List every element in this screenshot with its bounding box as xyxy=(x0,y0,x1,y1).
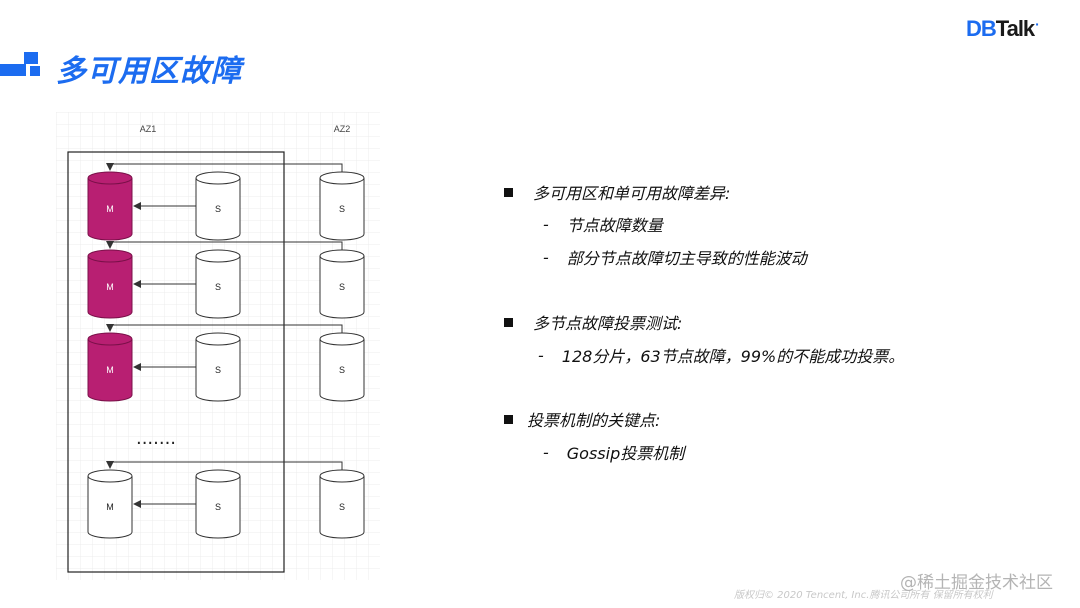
item-text: 部分节点故障切主导致的性能波动 xyxy=(566,249,807,268)
cylinder-top xyxy=(87,249,133,263)
cylinder-top xyxy=(319,249,365,263)
title-decoration xyxy=(0,52,40,76)
cylinder-top xyxy=(319,171,365,185)
bullet-square-icon xyxy=(504,187,513,197)
item-text: Gossip投票机制 xyxy=(566,444,685,463)
dash-marker: - xyxy=(538,345,544,365)
cylinder-top xyxy=(195,332,241,346)
section-1-item-2: - 部分节点故障切主导致的性能波动 xyxy=(543,245,807,269)
cylinder-top xyxy=(195,469,241,483)
ellipsis: ....... xyxy=(136,428,176,449)
section-3-item-1: - Gossip投票机制 xyxy=(543,440,684,464)
cylinder-body xyxy=(319,476,365,539)
slave-node-az2: S xyxy=(319,249,365,319)
cylinder-label: S xyxy=(215,204,221,214)
slave-node-az1: S xyxy=(195,171,241,241)
master-node: M xyxy=(87,249,133,319)
cross-az-arrow xyxy=(106,163,343,172)
slave-node-az1: S xyxy=(195,249,241,319)
cylinder-body xyxy=(87,339,133,402)
dash-marker: - xyxy=(543,442,549,462)
cylinder-top xyxy=(87,171,133,185)
az2-label: AZ2 xyxy=(334,124,351,134)
content-list: 多可用区和单可用故障差异: - 节点故障数量 - 部分节点故障切主导致的性能波动… xyxy=(500,0,1060,608)
slave-node-az2: S xyxy=(319,469,365,539)
section-2-item-1: - 128分片，63节点故障，99%的不能成功投票。 xyxy=(538,343,904,367)
cylinder-label: S xyxy=(215,282,221,292)
cylinder-label: S xyxy=(215,365,221,375)
cylinder-label: M xyxy=(106,502,114,512)
az1-boundary xyxy=(67,151,285,573)
page-title: 多可用区故障 xyxy=(56,54,242,89)
watermark: @稀土掘金技术社区 xyxy=(900,573,1053,593)
cylinder-body xyxy=(195,476,241,539)
logo-talk-text: Talk xyxy=(995,16,1035,41)
cylinder-label: S xyxy=(339,282,345,292)
cylinder-body xyxy=(87,178,133,241)
cylinder-label: M xyxy=(106,365,114,375)
slave-node-az2: S xyxy=(319,332,365,402)
cylinder-top xyxy=(87,332,133,346)
cylinder-body xyxy=(319,339,365,402)
section-heading-text: 投票机制的关键点: xyxy=(527,411,661,430)
section-heading-3: 投票机制的关键点: xyxy=(504,407,660,431)
cross-az-arrow xyxy=(106,461,343,470)
az1-label: AZ1 xyxy=(140,124,157,134)
cylinder-body xyxy=(195,178,241,241)
dbtalk-logo: DBTalk· xyxy=(966,16,1040,42)
bullet-square-icon xyxy=(504,414,513,424)
cylinder-label: M xyxy=(106,282,114,292)
az-failure-diagram: AZ1 AZ2 ....... M S S M S S M S S M S S xyxy=(56,112,380,580)
cylinder-label: S xyxy=(339,365,345,375)
item-text: 128分片，63节点故障，99%的不能成功投票。 xyxy=(561,347,905,366)
cylinder-top xyxy=(319,332,365,346)
cross-az-arrow xyxy=(106,241,343,250)
section-heading-text: 多节点故障投票测试: xyxy=(533,314,683,333)
cylinder-top xyxy=(87,469,133,483)
dash-marker: - xyxy=(543,214,549,234)
section-heading-text: 多可用区和单可用故障差异: xyxy=(533,184,731,203)
cylinder-label: M xyxy=(106,204,114,214)
dash-marker: - xyxy=(543,247,549,267)
cylinder-top xyxy=(195,249,241,263)
cylinder-body xyxy=(319,256,365,319)
cylinder-body xyxy=(195,256,241,319)
cross-az-arrow xyxy=(106,324,343,333)
master-node: M xyxy=(87,469,133,539)
cylinder-body xyxy=(87,256,133,319)
master-node: M xyxy=(87,332,133,402)
section-heading-1: 多可用区和单可用故障差异: xyxy=(504,180,730,204)
cylinder-label: S xyxy=(339,204,345,214)
master-node: M xyxy=(87,171,133,241)
logo-db-text: DB xyxy=(966,16,997,41)
cylinder-label: S xyxy=(339,502,345,512)
cylinder-label: S xyxy=(215,502,221,512)
slave-node-az1: S xyxy=(195,469,241,539)
logo-dot: · xyxy=(1035,16,1040,32)
cylinder-body xyxy=(319,178,365,241)
cylinder-body xyxy=(195,339,241,402)
cylinder-top xyxy=(195,171,241,185)
bullet-square-icon xyxy=(504,317,513,327)
diagram-canvas: AZ1 AZ2 ....... M S S M S S M S S M S S xyxy=(56,112,380,580)
slave-node-az1: S xyxy=(195,332,241,402)
item-text: 节点故障数量 xyxy=(566,216,663,235)
copyright-footer: 版权归© 2020 Tencent, Inc.腾讯公司所有 保留所有权利 xyxy=(734,590,993,601)
section-1-item-1: - 节点故障数量 xyxy=(543,212,663,236)
cylinder-top xyxy=(319,469,365,483)
slave-node-az2: S xyxy=(319,171,365,241)
section-heading-2: 多节点故障投票测试: xyxy=(504,310,682,334)
cylinder-body xyxy=(87,476,133,539)
